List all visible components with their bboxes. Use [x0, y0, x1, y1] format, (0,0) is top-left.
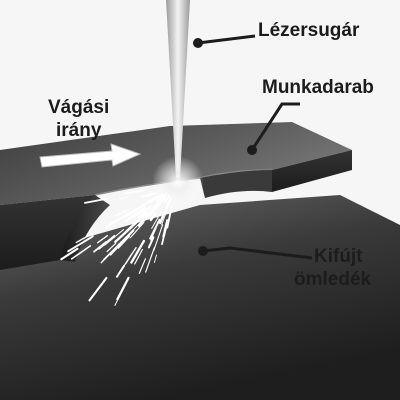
laser-beam: [166, 0, 190, 178]
spark-streak: [149, 205, 160, 218]
spark-streak: [161, 209, 168, 226]
spark-streak: [146, 196, 167, 219]
spark-streak: [164, 194, 171, 203]
leader-dot-workpiece: [247, 145, 257, 155]
leader-line-melt: [202, 246, 313, 260]
spark-streak: [129, 221, 145, 239]
leader-line-laser: [197, 34, 256, 45]
spark-streak: [115, 264, 126, 278]
spark-streak: [88, 276, 108, 302]
label-cutting-direction-line1: Vágási: [48, 97, 110, 118]
spark-streak: [70, 245, 92, 260]
spark-streak: [153, 254, 157, 263]
spark-streak: [159, 213, 165, 222]
spark-streak: [115, 209, 128, 217]
workpiece-front-face: [0, 195, 95, 270]
spark-streak: [84, 197, 108, 204]
spark-streak: [133, 251, 139, 259]
label-laser-beam: Lézersugár: [258, 20, 360, 41]
spark-streak: [140, 192, 156, 198]
spark-streak: [116, 276, 130, 301]
spark-streak: [109, 241, 124, 256]
spark-streak: [130, 239, 146, 264]
spark-streak: [167, 197, 172, 206]
spark-streak: [122, 191, 132, 195]
spark-streak: [60, 247, 79, 261]
spark-streak: [123, 220, 143, 240]
ejected-melt-sparks: [60, 190, 173, 306]
leader-line-workpiece: [250, 102, 300, 151]
leader-lines: [197, 34, 313, 260]
leader-dot-melt: [198, 246, 208, 256]
spark-streak: [153, 224, 164, 251]
spark-streak: [117, 235, 130, 249]
spark-streak: [138, 210, 147, 219]
spark-streak: [93, 241, 107, 253]
leader-dot-laser: [193, 38, 203, 48]
spark-streak: [75, 232, 93, 244]
spark-streak: [155, 192, 168, 203]
spark-streak: [139, 196, 159, 208]
spark-streak: [145, 247, 155, 273]
label-ejected-melt-line1: Kifújt: [314, 246, 363, 267]
spark-streak: [149, 212, 157, 222]
label-ejected-melt-line2: ömledék: [294, 269, 372, 290]
spark-streak: [150, 228, 157, 241]
spark-streak: [134, 248, 143, 265]
spark-streak: [67, 235, 94, 253]
spark-streak: [106, 242, 117, 253]
spark-streak: [151, 208, 164, 229]
cut-wall-left: [60, 195, 110, 262]
spark-streak: [138, 258, 146, 274]
spark-streak: [119, 196, 129, 200]
spark-streak: [100, 252, 112, 264]
label-cutting-direction-line2: irány: [56, 120, 102, 141]
spark-streak: [166, 205, 173, 229]
spark-streak: [149, 194, 164, 204]
spark-streak: [135, 208, 145, 217]
spark-streak: [162, 219, 169, 238]
spark-streak: [156, 194, 167, 205]
workpiece-side-face: [272, 150, 352, 192]
spark-streak: [147, 236, 155, 249]
right-arrow-icon: [39, 143, 142, 168]
spark-streak: [144, 204, 157, 217]
spark-streak: [96, 235, 109, 244]
spark-streak: [104, 220, 116, 229]
cut-wall-right: [200, 170, 272, 198]
spark-streak: [149, 218, 161, 240]
label-workpiece: Munkadarab: [262, 77, 374, 98]
spark-streak: [148, 192, 159, 197]
spark-streak: [125, 212, 147, 232]
